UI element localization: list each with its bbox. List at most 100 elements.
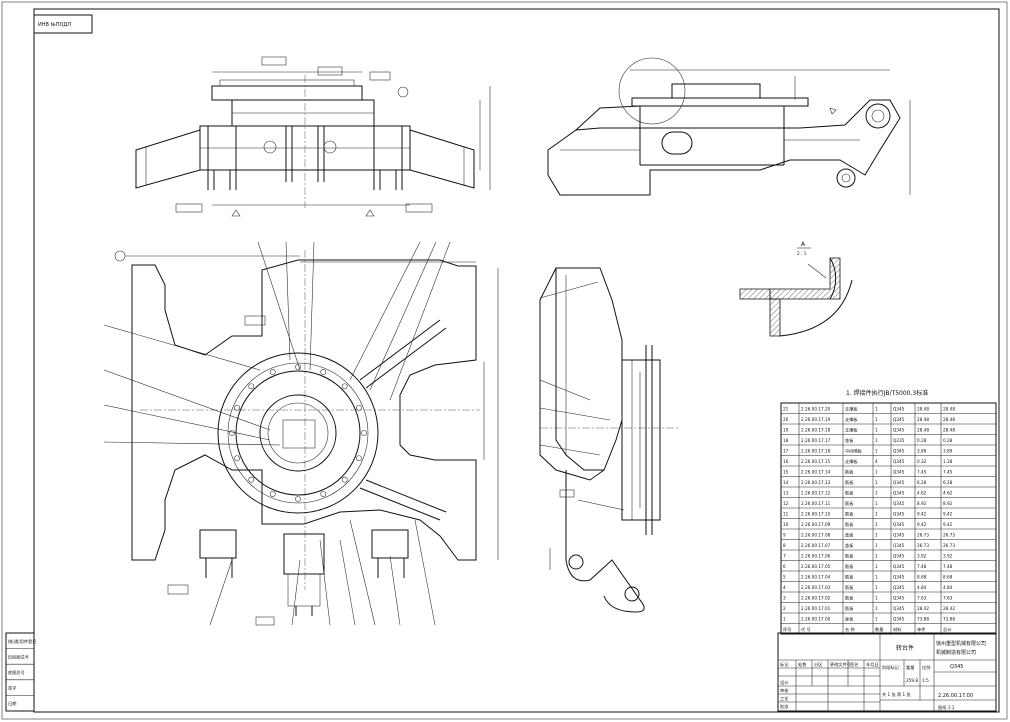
- bom-cell: 支撑板: [845, 406, 858, 413]
- bolt-hole: [341, 383, 348, 390]
- bolt-hole: [320, 491, 327, 497]
- bom-cell: 9.42: [917, 522, 927, 527]
- bom-cell: 1: [875, 491, 878, 496]
- bom-cell: 支撑板: [845, 416, 858, 423]
- bolt-hole: [341, 476, 348, 483]
- material: Q345: [950, 664, 963, 670]
- bom-cell: 筋板: [845, 595, 854, 602]
- bom-cell: 2.26.00.17.03: [801, 585, 831, 590]
- bom-cell: 1: [875, 533, 878, 538]
- bom-cell: Q345: [893, 407, 905, 412]
- bom-cell: Q345: [893, 533, 905, 538]
- bom-cell: 19: [783, 428, 789, 433]
- bom-cell: 13: [783, 491, 789, 496]
- bom-cell: 8: [783, 543, 786, 548]
- approval-role: 工艺: [780, 696, 788, 701]
- bom-cell: 垫板: [845, 437, 854, 444]
- bolt-hole: [229, 430, 235, 436]
- bom-cell: 2.26.00.17.00: [801, 617, 831, 622]
- bolt-hole: [234, 455, 240, 462]
- bom-cell: 1: [875, 428, 878, 433]
- approval-role: 批准: [780, 703, 788, 710]
- bom-cell: 盖板: [845, 532, 854, 539]
- bom-cell: 28.48: [943, 428, 955, 433]
- company-line2: 机械制造有限公司: [936, 649, 976, 656]
- bom-cell: 筋板: [845, 574, 854, 581]
- bom-cell: 1: [875, 417, 878, 422]
- bom-cell: 1: [875, 407, 878, 412]
- bom-header-cell: 代 号: [801, 626, 811, 633]
- bom-cell: 3.92: [943, 554, 953, 559]
- bom-cell: 2.26.00.17.16: [801, 449, 831, 454]
- bom-cell: 7: [783, 554, 786, 559]
- bom-title: 1. 焊接件执行JB/T5000.3标准: [846, 389, 928, 397]
- bom-cell: 9.42: [917, 512, 927, 517]
- bom-cell: 筋板: [845, 479, 854, 486]
- bom-cell: 0.32: [917, 459, 927, 464]
- bom-cell: Q345: [893, 501, 905, 506]
- bom-cell: 28.42: [943, 606, 955, 611]
- bom-cell: 2.26.00.17.05: [801, 564, 831, 569]
- bom-cell: Q345: [893, 617, 905, 622]
- bom-cell: 1: [875, 480, 878, 485]
- bom-cell: 1: [875, 438, 878, 443]
- bom-cell: 4.84: [943, 585, 953, 590]
- bom-cell: 9.42: [943, 512, 953, 517]
- bom-cell: Q345: [893, 512, 905, 517]
- bom-cell: 2.26.00.17.04: [801, 575, 831, 580]
- bom-cell: 2.26.00.17.13: [801, 480, 831, 485]
- bom-cell: 筋板: [845, 500, 854, 507]
- section-detail-view: A 2 : 1: [739, 241, 853, 337]
- bom-cell: 1: [875, 512, 878, 517]
- revision-column-label: 分区: [814, 661, 822, 668]
- revision-column-label: 更改文件号: [830, 661, 851, 668]
- bom-cell: 1: [875, 585, 878, 590]
- bom-cell: 2.26.00.17.15: [801, 459, 831, 464]
- bom-cell: 6: [783, 564, 786, 569]
- bom-cell: 12: [783, 501, 789, 506]
- bom-cell: 7.63: [917, 596, 927, 601]
- bom-cell: Q345: [893, 417, 905, 422]
- plan-view: [103, 241, 499, 626]
- bom-cell: 28.48: [917, 428, 929, 433]
- bom-cell: 1.28: [943, 459, 953, 464]
- bom-cell: Q345: [893, 585, 905, 590]
- left-strip-label: 底图总号: [8, 669, 25, 676]
- bom-cell: 8.68: [917, 575, 927, 580]
- side-section-view: [539, 267, 680, 613]
- bolt-hole: [356, 455, 362, 462]
- bom-cell: 2.26.00.17.17: [801, 438, 831, 443]
- part-name: 转台件: [896, 644, 914, 652]
- revision-header: 标记处数分区更改文件号签名年月日: [780, 661, 879, 668]
- bolt-hole: [269, 491, 276, 497]
- bom-cell: Q345: [893, 459, 905, 464]
- title-block: 转台件 徐州重型机械有限公司 机械制造有限公司 Q345 2.26.00.17.…: [777, 632, 997, 712]
- bom-header-cell: 数量: [875, 626, 883, 633]
- company-line1: 徐州重型机械有限公司: [936, 640, 986, 647]
- scale-value: 1:5: [922, 678, 929, 683]
- bom-cell: 7.45: [943, 470, 953, 475]
- bom-cell: 26.73: [917, 533, 929, 538]
- section-scale: 2 : 1: [797, 251, 807, 256]
- bom-cell: 18: [783, 438, 789, 443]
- corner-tag-text: ИНВ №ПОДЛ: [38, 22, 71, 28]
- scale-label: 比例: [922, 664, 930, 671]
- bom-cell: 11: [783, 512, 789, 517]
- bom-cell: 10: [783, 522, 789, 527]
- bom-cell: 20: [783, 417, 789, 422]
- bom-cell: 73.88: [917, 617, 929, 622]
- bom-cell: 2.26.00.17.02: [801, 596, 831, 601]
- drawing-number: 2.26.00.17.00: [938, 693, 973, 699]
- bom-cell: 1: [875, 543, 878, 548]
- bom-cell: 7.48: [917, 564, 927, 569]
- bom-cell: 筋板: [845, 605, 854, 612]
- bom-cell: 16: [783, 459, 789, 464]
- bom-cell: 2.26.00.17.09: [801, 522, 831, 527]
- bom-cell: 28.42: [917, 606, 929, 611]
- bom-cell: 26.73: [943, 543, 955, 548]
- bom-cell: Q345: [893, 575, 905, 580]
